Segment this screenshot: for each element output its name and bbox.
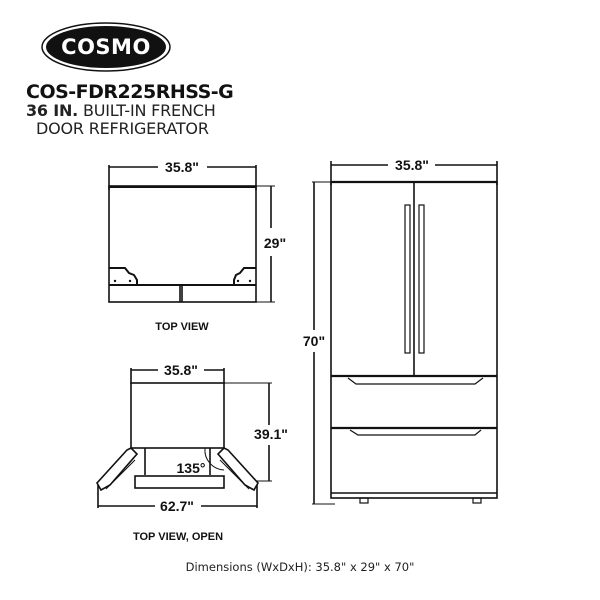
- open-view-depth-label: 39.1": [254, 426, 288, 442]
- product-title-line2: DOOR REFRIGERATOR: [36, 119, 209, 138]
- product-title-line1: BUILT-IN FRENCH: [78, 101, 216, 120]
- top-view-depth-label: 29": [264, 235, 286, 251]
- top-view-drawing: [108, 165, 275, 303]
- model-number: COS-FDR225RHSS-G: [26, 81, 234, 103]
- front-view-height-label: 70": [303, 333, 325, 349]
- open-width-label: 62.7": [160, 498, 194, 514]
- dimensions-summary: Dimensions (WxDxH): 35.8" x 29" x 70": [185, 560, 415, 574]
- top-view-label: TOP VIEW: [155, 321, 209, 333]
- product-title: 36 IN. BUILT-IN FRENCH DOOR REFRIGERATOR: [26, 102, 216, 138]
- top-view-open-drawing: [96, 368, 272, 508]
- logo-text: COSMO: [61, 35, 151, 59]
- front-view-drawing: [312, 161, 498, 505]
- door-angle-label: 135°: [177, 460, 206, 476]
- top-view-width-label: 35.8": [165, 159, 199, 175]
- cosmo-logo: COSMO: [41, 22, 171, 72]
- front-view-width-label: 35.8": [395, 157, 429, 173]
- open-view-width-label: 35.8": [164, 362, 198, 378]
- top-view-open-label: TOP VIEW, OPEN: [133, 531, 223, 543]
- product-size: 36 IN.: [26, 101, 79, 120]
